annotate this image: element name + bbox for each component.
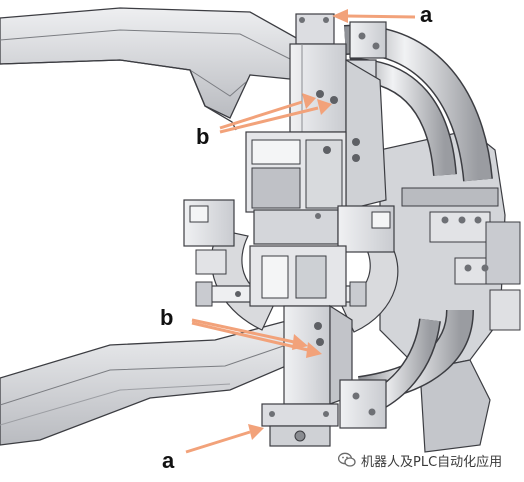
watermark-text: 机器人及PLC自动化应用 [361,454,503,470]
label-a-top: a [420,2,433,27]
lower-column [249,245,387,447]
watermark: 机器人及PLC自动化应用 [338,450,502,470]
wechat-icon [338,452,356,467]
arrow-a-top [332,9,416,23]
label-a-bottom: a [162,448,175,473]
upper-arm [0,7,301,131]
lower-arm [0,319,301,446]
arrow-b-bottom-2 [191,321,322,358]
arrow-a-bottom [185,424,264,454]
right-equipment [379,129,521,453]
label-b-bottom: b [160,305,174,330]
label-b-top: b [196,124,210,149]
arrow-b-top-1 [219,93,316,130]
annotation-arrows [185,9,416,454]
arrow-b-top-2 [219,99,332,134]
upper-column [245,13,387,245]
